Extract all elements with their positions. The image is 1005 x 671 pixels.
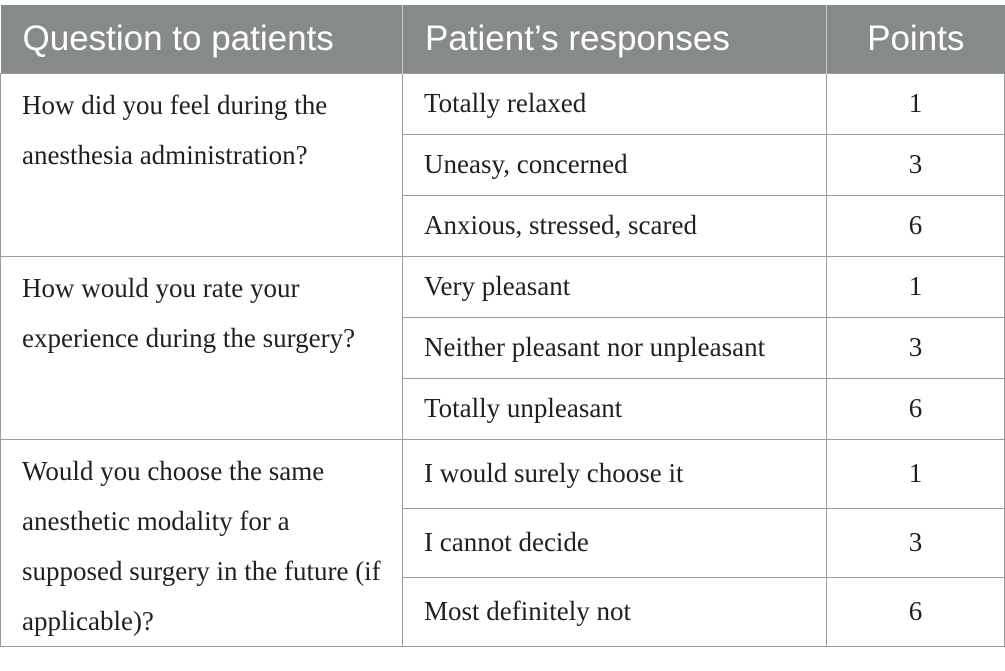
- points-cell: 6: [826, 194, 1005, 257]
- table-row: Would you choose the same anesthetic mod…: [0, 438, 1005, 647]
- response-cell: Uneasy, concerned: [402, 133, 827, 196]
- question-cell: How would you rate your experience durin…: [0, 255, 403, 440]
- table-row: How did you feel during the anesthesia a…: [0, 72, 1005, 257]
- header-points: Points: [826, 5, 1005, 73]
- points-cell: 1: [826, 72, 1005, 135]
- header-question: Question to patients: [0, 5, 403, 73]
- question-cell: Would you choose the same anesthetic mod…: [0, 438, 403, 647]
- table-row: How would you rate your experience durin…: [0, 255, 1005, 440]
- points-cell: 3: [826, 507, 1005, 578]
- table-row: Neither pleasant nor unpleasant 3: [1, 316, 1005, 379]
- response-cell: I cannot decide: [402, 507, 827, 578]
- table-row: Anxious, stressed, scared 6: [1, 194, 1005, 257]
- points-cell: 1: [826, 438, 1005, 509]
- points-cell: 6: [826, 377, 1005, 440]
- question-cell: How did you feel during the anesthesia a…: [0, 72, 403, 257]
- header-row: Question to patients Patient’s responses…: [0, 5, 1005, 73]
- response-cell: Very pleasant: [402, 255, 827, 318]
- points-cell: 6: [826, 576, 1005, 647]
- response-cell: Totally relaxed: [402, 72, 827, 135]
- table-row: Most definitely not 6: [1, 576, 1005, 647]
- questionnaire-table: Question to patients Patient’s responses…: [0, 5, 1005, 647]
- table-row: I cannot decide 3: [1, 507, 1005, 578]
- points-cell: 1: [826, 255, 1005, 318]
- points-cell: 3: [826, 316, 1005, 379]
- response-cell: I would surely choose it: [402, 438, 827, 509]
- table-row: Uneasy, concerned 3: [1, 133, 1005, 196]
- response-cell: Most definitely not: [402, 576, 827, 647]
- header-responses: Patient’s responses: [402, 5, 827, 73]
- points-cell: 3: [826, 133, 1005, 196]
- response-cell: Totally unpleasant: [402, 377, 827, 440]
- response-cell: Anxious, stressed, scared: [402, 194, 827, 257]
- table-body: How did you feel during the anesthesia a…: [0, 72, 1005, 647]
- table-header: Question to patients Patient’s responses…: [0, 5, 1005, 73]
- response-cell: Neither pleasant nor unpleasant: [402, 316, 827, 379]
